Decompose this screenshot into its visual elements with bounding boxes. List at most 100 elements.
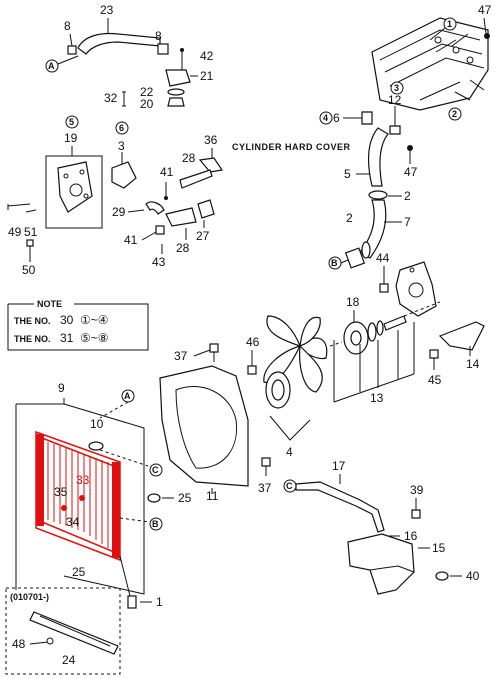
svg-text:A: A — [124, 391, 131, 401]
svg-text:THE NO.: THE NO. — [14, 334, 51, 344]
heater-pipe — [179, 169, 213, 189]
svg-text:THE NO.: THE NO. — [14, 316, 51, 326]
callout-36: 36 — [204, 133, 218, 147]
callout-2: 2 — [404, 189, 411, 203]
callout-44: 44 — [376, 251, 390, 265]
svg-text:4: 4 — [323, 113, 328, 123]
callout-19: 19 — [64, 131, 78, 145]
callout-37-b: 37 — [258, 481, 272, 495]
lower-seal — [29, 611, 119, 655]
note-box: NOTE THE NO. 30 ①~④ THE NO. 31 ⑤~⑧ — [7, 299, 149, 351]
svg-text:1: 1 — [447, 19, 452, 29]
callout-13: 13 — [370, 391, 384, 405]
circled-marker-1: 1 — [443, 17, 457, 31]
callout-24: 24 — [62, 653, 76, 667]
svg-text:30: 30 — [60, 313, 74, 327]
svg-text:⑤~⑧: ⑤~⑧ — [80, 331, 109, 345]
callout-47-b: 47 — [404, 165, 418, 179]
callout-10: 10 — [90, 417, 104, 431]
callout-25: 25 — [178, 491, 192, 505]
callout-29: 29 — [112, 205, 126, 219]
housing-box — [45, 155, 103, 229]
callout-28: 28 — [182, 151, 196, 165]
callout-32: 32 — [104, 91, 118, 105]
callout-41-b: 41 — [124, 233, 138, 247]
svg-text:C: C — [152, 465, 159, 475]
callout-49: 49 — [8, 225, 22, 239]
connector-A-top: A — [45, 59, 59, 73]
circled-marker-6: 6 — [115, 121, 129, 135]
connector-B-top: B — [328, 256, 342, 270]
svg-text:C: C — [286, 481, 293, 491]
fan-belt — [438, 321, 485, 351]
svg-text:5: 5 — [69, 117, 74, 127]
callout-18: 18 — [346, 295, 360, 309]
connector-C-bottom: C — [283, 479, 297, 493]
callout-39: 39 — [410, 483, 424, 497]
callout-8: 8 — [64, 19, 71, 33]
callout-50: 50 — [22, 263, 36, 277]
circled-marker-5: 5 — [65, 115, 79, 129]
callout-8-b: 8 — [155, 29, 162, 43]
callout-28-b: 28 — [176, 241, 190, 255]
thermostat-cover — [165, 207, 197, 227]
overflow-hose — [295, 481, 385, 533]
radiator-cap — [88, 441, 104, 451]
callout-17: 17 — [332, 459, 346, 473]
callout-41: 41 — [160, 165, 174, 179]
circled-marker-4: 4 — [319, 111, 333, 125]
bypass-pipe — [77, 32, 161, 55]
svg-text:①~④: ①~④ — [80, 313, 109, 327]
connector-B-mid: B — [149, 517, 163, 531]
date-code: (010701-) — [10, 592, 49, 602]
thermostat-housing — [165, 69, 191, 87]
callout-22: 22 — [140, 85, 154, 99]
svg-text:6: 6 — [119, 123, 124, 133]
callout-2-b: 2 — [346, 211, 353, 225]
svg-text:31: 31 — [60, 331, 74, 345]
gasket — [111, 161, 137, 189]
callout-16: 16 — [404, 529, 418, 543]
callout-27: 27 — [196, 229, 210, 243]
connector-C-mid: C — [149, 463, 163, 477]
callout-35: 35 — [54, 485, 68, 499]
svg-text:3: 3 — [394, 83, 399, 93]
callout-46: 46 — [246, 335, 260, 349]
callout-20: 20 — [140, 97, 154, 111]
svg-text:B: B — [152, 519, 159, 529]
callout-43: 43 — [152, 255, 166, 269]
svg-text:NOTE: NOTE — [37, 299, 62, 309]
callout-47: 47 — [478, 3, 492, 17]
callout-7: 7 — [404, 215, 411, 229]
coolant-reservoir — [347, 533, 415, 595]
callout-12: 12 — [388, 93, 402, 107]
callout-6: 6 — [333, 111, 340, 125]
upper-hose — [368, 127, 389, 187]
callout-4: 4 — [286, 445, 293, 459]
circled-marker-2: 2 — [448, 107, 462, 121]
connector-A-mid: A — [121, 389, 135, 403]
fan-shroud — [159, 365, 249, 487]
cylinder-head-cover-label: CYLINDER HARD COVER — [232, 142, 351, 152]
callout-23: 23 — [100, 3, 114, 17]
svg-text:2: 2 — [452, 109, 457, 119]
radiator-core — [35, 430, 121, 562]
callout-48: 48 — [12, 637, 26, 651]
callout-9: 9 — [58, 381, 65, 395]
callout-3: 3 — [118, 139, 125, 153]
callout-11: 11 — [206, 489, 219, 503]
callout-14: 14 — [466, 357, 480, 371]
callout-42: 42 — [200, 49, 214, 63]
callout-21: 21 — [200, 69, 214, 83]
callout-5: 5 — [344, 167, 351, 181]
variant-box — [5, 587, 121, 675]
callout-45: 45 — [428, 373, 442, 387]
callout-15: 15 — [432, 541, 446, 555]
svg-text:A: A — [48, 61, 55, 71]
callout-33: 33 — [76, 473, 90, 487]
callout-1: 1 — [156, 595, 163, 609]
callout-40: 40 — [466, 569, 480, 583]
callout-34: 34 — [66, 515, 80, 529]
callout-37: 37 — [174, 349, 188, 363]
